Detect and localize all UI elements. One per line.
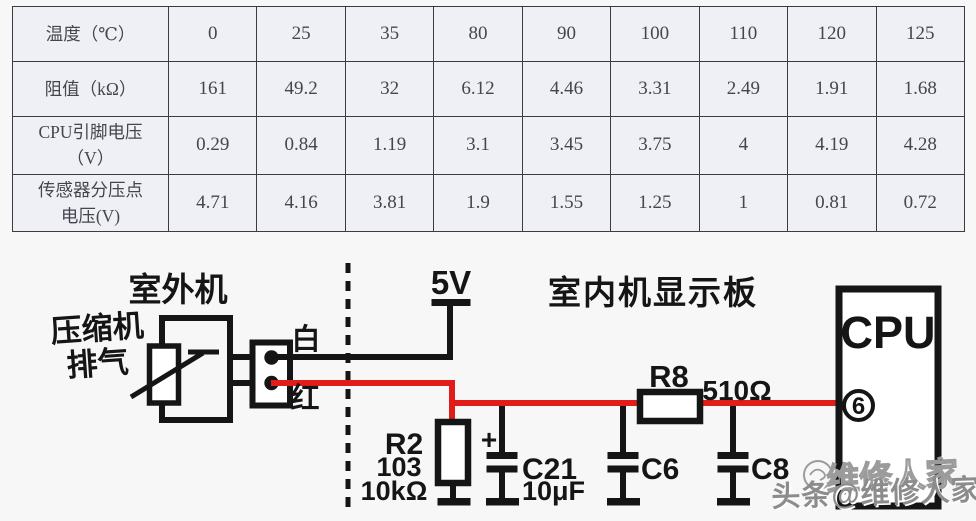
sensor-label-line2: 排气 bbox=[65, 344, 129, 383]
c21-ground-symbol bbox=[486, 498, 519, 506]
table-row-resistance: 阻值（kΩ） 161 49.2 32 6.12 4.46 3.31 2.49 1… bbox=[12, 61, 965, 117]
r2-code-label: 103 bbox=[376, 452, 421, 482]
table-cell: 3.81 bbox=[344, 173, 435, 232]
watermark: 维修人家 头条@维修人家 头条@维修人家 bbox=[771, 454, 976, 515]
c21-name-label: C21 bbox=[522, 453, 577, 486]
r8-name-label: R8 bbox=[649, 359, 689, 394]
watermark-logo-squiggle bbox=[809, 468, 826, 481]
row-header-resistance: 阻值（kΩ） bbox=[12, 61, 169, 117]
table-cell: 2.49 bbox=[698, 61, 789, 117]
r2-value-label: 10kΩ bbox=[361, 476, 428, 506]
table-cell: 3.45 bbox=[521, 116, 612, 175]
red-wire-input bbox=[271, 380, 455, 424]
supply-5v-label: 5V bbox=[431, 264, 471, 301]
c8-ground-symbol bbox=[717, 498, 750, 506]
table-cell: 0.29 bbox=[167, 116, 258, 175]
table-cell: 25 bbox=[256, 6, 346, 62]
table-cell: 4.19 bbox=[787, 116, 877, 175]
cpu-pin-number: 6 bbox=[852, 393, 865, 420]
table-cell: 4.46 bbox=[521, 61, 612, 117]
table-cell: 1.25 bbox=[610, 173, 700, 232]
row-header-cpu-pin-voltage: CPU引脚电压 （V） bbox=[12, 116, 169, 175]
c6-name-label: C6 bbox=[641, 453, 679, 486]
c8-name-label: C8 bbox=[751, 453, 789, 486]
cpu-pin-circle bbox=[842, 389, 875, 422]
table-cell: 100 bbox=[610, 6, 700, 62]
table-cell: 3.1 bbox=[433, 116, 523, 175]
indoor-board-label: 室内机显示板 bbox=[548, 274, 758, 311]
r2-resistor-body bbox=[434, 418, 472, 487]
watermark-text: 头条@维修人家 bbox=[771, 472, 976, 513]
c6-bottom-plate bbox=[607, 465, 639, 473]
supply-rail-bar bbox=[431, 299, 471, 306]
table-cell: 0.84 bbox=[256, 116, 346, 175]
table-cell: 80 bbox=[433, 6, 523, 62]
c6-ground-symbol bbox=[607, 498, 640, 506]
row-header-temperature: 温度（℃） bbox=[12, 6, 169, 62]
table-cell: 1.19 bbox=[344, 116, 435, 175]
table-cell: 1.91 bbox=[787, 61, 877, 117]
table-cell: 1 bbox=[698, 173, 789, 232]
table-cell: 3.31 bbox=[610, 61, 700, 117]
sensor-label-group: 压缩机 排气 bbox=[50, 308, 145, 383]
table-row-cpu-pin-voltage: CPU引脚电压 （V） 0.29 0.84 1.19 3.1 3.45 3.75… bbox=[12, 116, 965, 175]
r2-ground-symbol bbox=[437, 498, 471, 506]
table-cell: 3.75 bbox=[610, 116, 700, 175]
watermark-outline-text: 维修人家 bbox=[826, 455, 960, 499]
c21-bottom-plate bbox=[486, 465, 518, 473]
wire-white-label: 白 bbox=[291, 323, 320, 356]
thermistor-body bbox=[146, 343, 182, 406]
c21-value-label: 10μF bbox=[522, 476, 585, 506]
c8-top-plate bbox=[717, 452, 749, 459]
table-cell: 1.68 bbox=[875, 61, 965, 117]
table-cell: 49.2 bbox=[256, 61, 346, 117]
cpu-label: CPU bbox=[840, 307, 935, 358]
table-cell: 110 bbox=[698, 6, 789, 62]
sensor-label-line1: 压缩机 bbox=[50, 308, 145, 349]
table-cell: 4.71 bbox=[167, 173, 258, 232]
r2-name-label: R2 bbox=[385, 428, 423, 461]
c21-polarity-label: + bbox=[481, 424, 497, 455]
cpu-box bbox=[835, 285, 942, 510]
table-cell: 6.12 bbox=[433, 61, 523, 117]
table-cell: 0.72 bbox=[875, 173, 965, 232]
c8-bottom-plate bbox=[717, 465, 749, 473]
watermark-logo bbox=[803, 460, 833, 490]
c6-top-plate bbox=[607, 452, 639, 459]
white-wire bbox=[271, 304, 453, 360]
table-row-divider-voltage: 传感器分压点 电压(V) 4.71 4.16 3.81 1.9 1.55 1.2… bbox=[12, 173, 965, 232]
table-cell: 0.81 bbox=[787, 173, 877, 232]
table-cell: 4.28 bbox=[875, 116, 965, 175]
outdoor-unit-label: 室外机 bbox=[129, 271, 228, 308]
c21-top-plate bbox=[486, 452, 518, 459]
table-cell: 90 bbox=[521, 6, 612, 62]
table-cell: 4.16 bbox=[256, 173, 346, 232]
row-header-divider-voltage: 传感器分压点 电压(V) bbox=[12, 173, 169, 232]
table-cell: 1.9 bbox=[433, 173, 523, 232]
thermistor-diagonal bbox=[129, 350, 205, 400]
ntc-sensor-table: 温度（℃） 0 25 35 80 90 100 110 120 125 阻值（k… bbox=[12, 6, 965, 232]
r8-value-label: 510Ω bbox=[702, 375, 771, 406]
wire-red-label: 红 bbox=[290, 382, 319, 415]
table-cell: 161 bbox=[167, 61, 258, 117]
table-cell: 1.55 bbox=[521, 173, 612, 232]
r8-resistor-body bbox=[636, 388, 704, 425]
table-cell: 35 bbox=[344, 6, 435, 62]
